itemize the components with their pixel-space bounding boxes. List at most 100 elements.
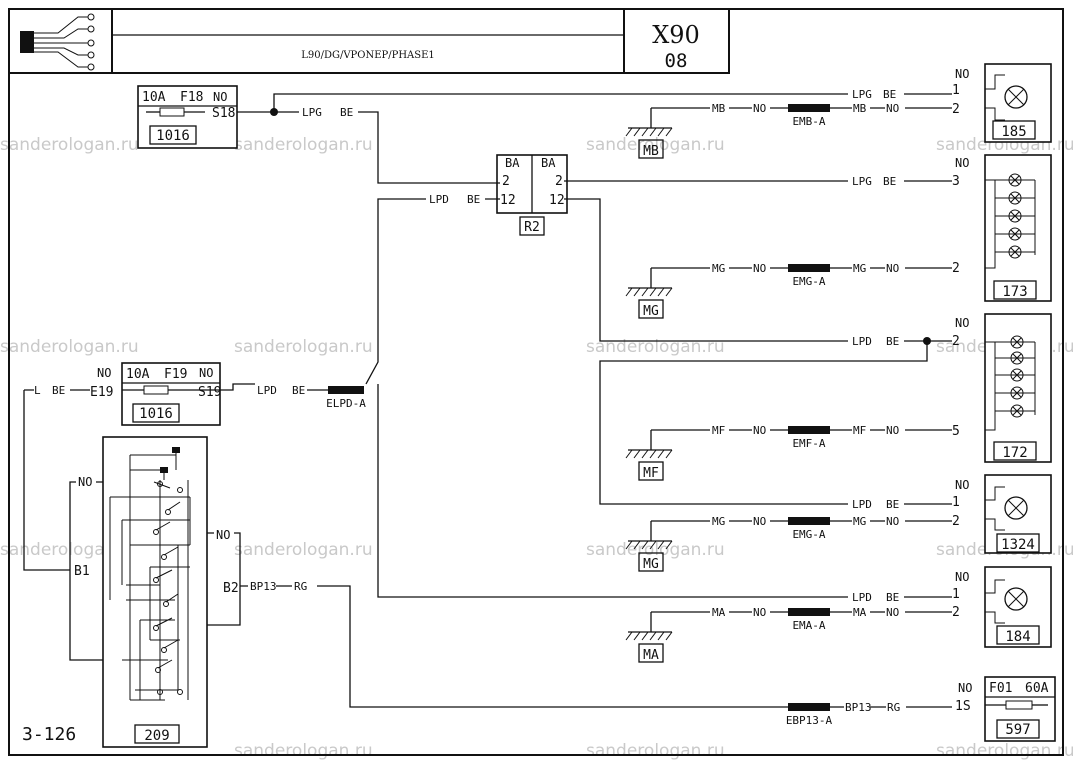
wire-code: MG — [712, 515, 725, 528]
wire-code: NO — [886, 515, 899, 528]
connector-label: EMB-A — [792, 115, 825, 128]
wire-code: NO — [886, 606, 899, 619]
pin-no-label: NO — [955, 316, 969, 330]
relay-pin: 12 — [500, 193, 516, 208]
watermark-text: sanderologan.ru — [586, 741, 725, 761]
pin-no-label: NO — [955, 67, 969, 81]
page-reference: 3-126 — [22, 724, 76, 745]
connector-label: EMG-A — [792, 275, 825, 288]
bulb-icon — [1010, 351, 1024, 365]
wire-code: LPD — [852, 591, 872, 604]
component-ref: 1324 — [1001, 537, 1035, 553]
connector-label: EMG-A — [792, 528, 825, 541]
pin-label: E19 — [90, 385, 113, 400]
connector-label: ELPD-A — [326, 397, 366, 410]
ground-label: MB — [643, 144, 659, 159]
title-block: L90/DG/VPONEP/PHASE1 X90 08 — [9, 9, 730, 74]
pin-no-label: NO — [955, 156, 969, 170]
component-ref: R2 — [524, 220, 540, 235]
pin-no-label: NO — [216, 528, 230, 542]
wire-code: BE — [467, 193, 480, 206]
wire-code: MG — [853, 515, 866, 528]
wire-code: NO — [753, 424, 766, 437]
lamp-172: 172 NO 2 5 — [952, 313, 1052, 463]
wire-labels: LPG BE LPG BE MB NO MB NO LPG BE LPD BE … — [34, 88, 900, 714]
wire-code: BP13 — [250, 580, 277, 593]
bulb-icon — [1010, 335, 1024, 349]
pin-no-label: NO — [955, 478, 969, 492]
pin-label: 5 — [952, 424, 960, 439]
wire-code: RG — [887, 701, 900, 714]
fuse-rating: 10A — [126, 367, 150, 382]
pin-label: B2 — [223, 581, 239, 596]
inline-connector — [788, 608, 830, 616]
lamp-185: 185 NO 1 2 — [952, 63, 1052, 143]
wire-code: MB — [853, 102, 867, 115]
fuse-f18: 10A F18 NO S18 1016 — [137, 85, 238, 149]
wire-code: RG — [294, 580, 307, 593]
doc-ref: L90/DG/VPONEP/PHASE1 — [301, 50, 435, 61]
wire-code: NO — [753, 515, 766, 528]
inline-connector — [788, 703, 830, 711]
ground-icon: MG — [625, 287, 673, 319]
bulb-icon — [1004, 587, 1028, 611]
wire-code: NO — [753, 262, 766, 275]
pin-label: 2 — [952, 605, 960, 620]
inline-connector — [788, 104, 830, 112]
wire-code: BE — [883, 175, 896, 188]
component-ref: 185 — [1001, 124, 1026, 140]
component-ref: 172 — [1002, 445, 1027, 461]
wire-code: BE — [52, 384, 65, 397]
wire-code: BE — [886, 591, 899, 604]
pin-label: B1 — [74, 564, 90, 579]
watermark-text: sanderologan.ru — [0, 135, 139, 155]
pin-label: 1 — [952, 587, 960, 602]
relay-r2: BA BA 2 12 2 12 R2 — [496, 154, 568, 236]
wires — [23, 93, 952, 708]
wire-code: BE — [886, 335, 899, 348]
bulb-icon — [1010, 404, 1024, 418]
pin-no-label: NO — [97, 366, 111, 380]
wire-code: LPD — [852, 498, 872, 511]
page-frame — [8, 8, 1064, 756]
ground-icon: MA — [625, 631, 673, 663]
wire-code: BP13 — [845, 701, 872, 714]
pin-label: S18 — [212, 106, 235, 121]
wire-code: NO — [886, 102, 899, 115]
wire-code: BE — [883, 88, 896, 101]
watermark-text: sanderologan.ru — [586, 540, 725, 560]
diagram-code: X90 — [652, 21, 700, 49]
ground-symbols: MB MG MF MG MA — [625, 127, 673, 663]
bulb-icon — [1008, 173, 1022, 187]
connector-logo-icon — [20, 13, 95, 71]
fuse-f19: 10A F19 NO E19 NO S19 1016 — [90, 362, 221, 426]
wire-code: LPD — [852, 335, 872, 348]
lamp-173: 173 NO 3 2 — [952, 154, 1052, 302]
watermark-text: sanderologan.ru — [234, 741, 373, 761]
watermark-text: sanderologan.ru — [234, 540, 373, 560]
ground-icon: MB — [625, 127, 673, 159]
watermark-text: sanderologan.ru — [234, 135, 373, 155]
ground-icon: MF — [625, 449, 673, 481]
ground-label: MF — [643, 466, 659, 481]
pin-no-label: NO — [958, 681, 972, 695]
pin-no-label: NO — [213, 90, 227, 104]
component-ref: 184 — [1005, 629, 1030, 645]
relay-pin: 12 — [549, 193, 565, 208]
pin-no-label: NO — [78, 475, 92, 489]
pin-label: 1S — [955, 699, 971, 714]
wire-code: LPG — [852, 175, 872, 188]
fuse-597: NO 1S F01 60A 597 — [955, 676, 1056, 742]
wire-code: BE — [886, 498, 899, 511]
ground-icon: MG — [625, 540, 673, 572]
bulb-icon — [1008, 245, 1022, 259]
watermark-text: sanderologan.ru — [586, 337, 725, 357]
fuse-id: F19 — [164, 367, 187, 382]
pin-label: 2 — [952, 334, 960, 349]
connector-label: EMF-A — [792, 437, 825, 450]
wire-code: NO — [753, 606, 766, 619]
inline-connectors: EMB-A EMG-A EMF-A EMG-A EMA-A ELPD-A EBP… — [326, 104, 833, 727]
pin-no-label: NO — [199, 366, 213, 380]
wire-code: MF — [853, 424, 866, 437]
